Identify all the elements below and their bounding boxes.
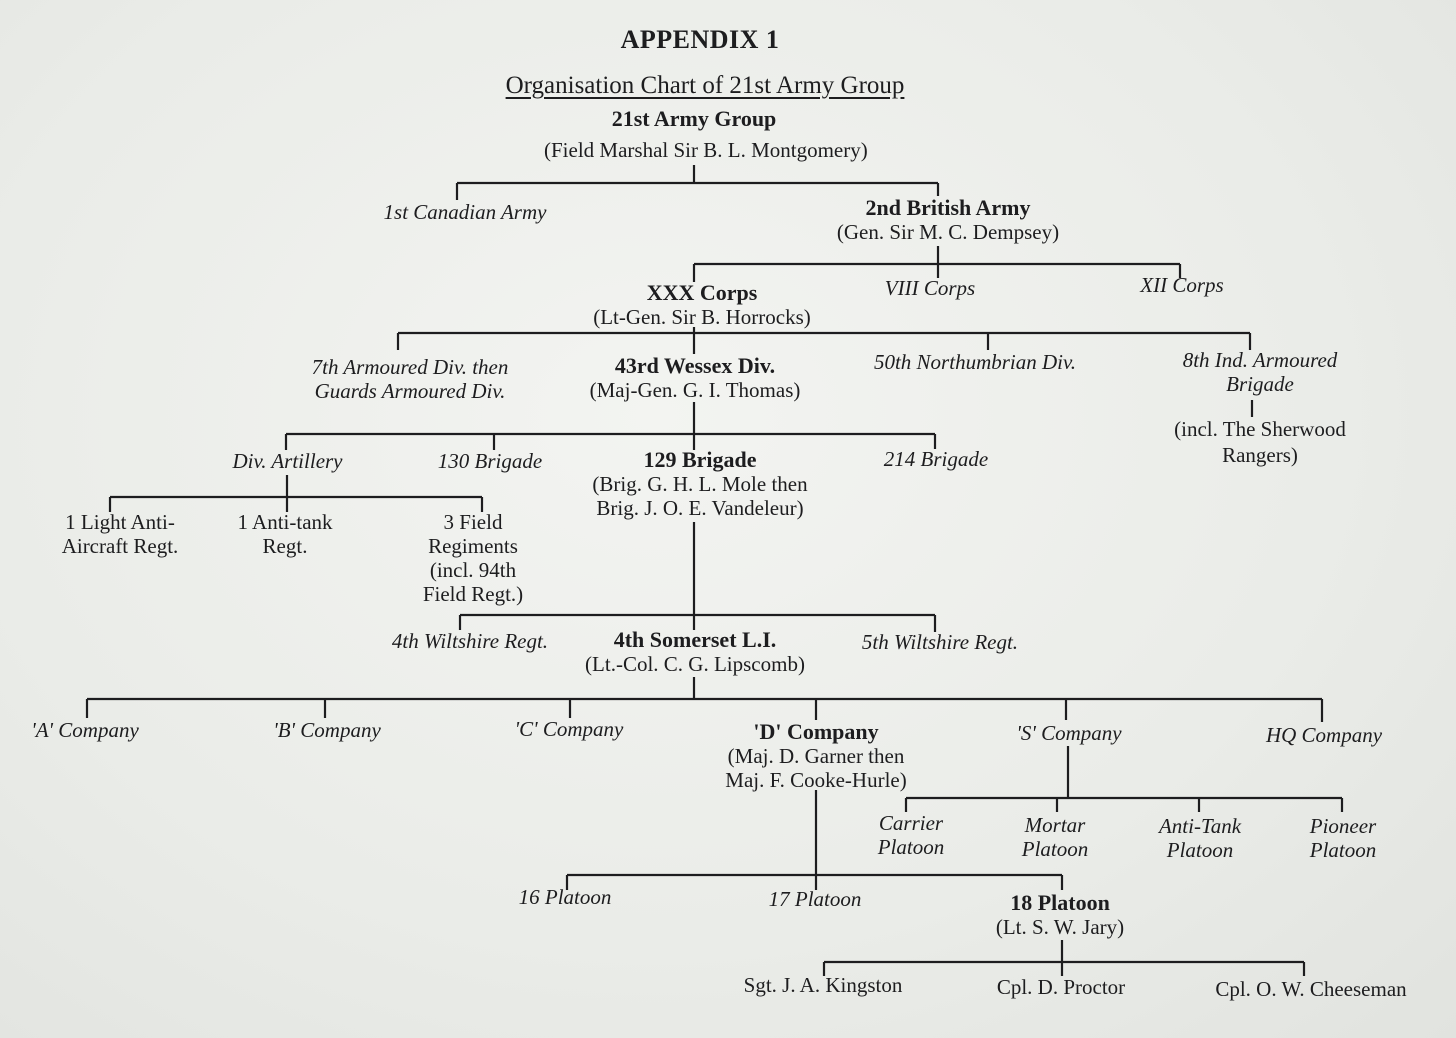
connector-army-group <box>455 165 940 200</box>
node-name: 43rd Wessex Div. <box>614 353 776 378</box>
node-line: Brigade <box>1226 372 1294 396</box>
node-4th-wiltshire-regt: 4th Wiltshire Regt. <box>391 629 549 653</box>
node-130-brigade: 130 Brigade <box>437 449 543 473</box>
node-21st-army-group: 21st Army Group (Field Marshal Sir B. L.… <box>544 106 868 163</box>
connector-129-brigade <box>458 522 937 632</box>
node-name: 2nd British Army <box>865 195 1031 220</box>
node-a-company: 'A' Company <box>31 718 139 742</box>
node-field-regiments: 3 Field Regiments (incl. 94th Field Regt… <box>393 510 553 606</box>
node-sgt-kingston: Sgt. J. A. Kingston <box>743 973 903 997</box>
node-line: Pioneer <box>1309 814 1377 838</box>
node-18-platoon: 18 Platoon (Lt. S. W. Jary) <box>960 890 1160 940</box>
node-hq-company: HQ Company <box>1265 723 1383 747</box>
node-commander: (Field Marshal Sir B. L. Montgomery) <box>544 138 868 162</box>
node-name: 21st Army Group <box>611 106 777 131</box>
connector-div-artillery <box>108 475 484 512</box>
node-commander: (Maj. D. Garner then <box>727 744 905 768</box>
node-line: Aircraft Regt. <box>61 534 179 558</box>
node-name: 'D' Company <box>753 719 879 744</box>
node-name: 4th Somerset L.I. <box>613 627 777 652</box>
node-mortar-platoon: Mortar Platoon <box>1000 813 1110 861</box>
node-line: Platoon <box>877 835 945 859</box>
node-commander: (Lt.-Col. C. G. Lipscomb) <box>585 652 805 676</box>
node-b-company: 'B' Company <box>273 718 381 742</box>
node-sherwood-rangers: (incl. The Sherwood Rangers) <box>1140 416 1380 468</box>
node-1st-canadian-army: 1st Canadian Army <box>383 200 547 224</box>
node-line: 3 Field <box>443 510 503 534</box>
node-line: 7th Armoured Div. then <box>311 355 509 379</box>
node-light-anti-aircraft-regt: 1 Light Anti- Aircraft Regt. <box>30 510 210 558</box>
node-pioneer-platoon: Pioneer Platoon <box>1288 814 1398 862</box>
node-commander: Maj. F. Cooke-Hurle) <box>725 768 907 792</box>
node-xii-corps: XII Corps <box>1140 273 1224 297</box>
node-line: Rangers) <box>1222 443 1298 467</box>
connector-xxx-corps <box>396 327 1252 354</box>
node-line: Platoon <box>1021 837 1089 861</box>
node-line: (incl. The Sherwood <box>1174 417 1346 441</box>
node-line: Carrier <box>878 811 944 835</box>
node-16-platoon: 16 Platoon <box>518 885 612 909</box>
node-anti-tank-regt: 1 Anti-tank Regt. <box>200 510 370 558</box>
node-commander: (Gen. Sir M. C. Dempsey) <box>836 220 1060 244</box>
node-commander: Brig. J. O. E. Vandeleur) <box>596 496 804 520</box>
connector-wessex-div <box>284 402 937 450</box>
node-cpl-proctor: Cpl. D. Proctor <box>996 975 1126 999</box>
node-line: 1 Light Anti- <box>65 510 175 534</box>
node-line: Field Regt.) <box>422 582 524 606</box>
node-214-brigade: 214 Brigade <box>883 447 989 471</box>
node-div-artillery: Div. Artillery <box>232 449 343 473</box>
node-c-company: 'C' Company <box>514 717 624 741</box>
connector-s-company <box>904 746 1344 812</box>
node-cpl-cheeseman: Cpl. O. W. Cheeseman <box>1215 977 1407 1001</box>
node-name: 129 Brigade <box>643 447 757 472</box>
node-commander: (Lt-Gen. Sir B. Horrocks) <box>593 305 811 329</box>
node-2nd-british-army: 2nd British Army (Gen. Sir M. C. Dempsey… <box>798 195 1098 245</box>
node-anti-tank-platoon: Anti-Tank Platoon <box>1140 814 1260 862</box>
node-17-platoon: 17 Platoon <box>768 887 862 911</box>
node-line: Mortar <box>1024 813 1086 837</box>
node-xxx-corps: XXX Corps (Lt-Gen. Sir B. Horrocks) <box>550 280 854 330</box>
node-name: 18 Platoon <box>1010 890 1110 915</box>
node-line: Regt. <box>262 534 308 558</box>
node-viii-corps: VIII Corps <box>884 276 976 300</box>
node-8th-ind-armoured-brigade: 8th Ind. Armoured Brigade <box>1140 348 1380 396</box>
node-line: Anti-Tank <box>1158 814 1242 838</box>
node-line: 1 Anti-tank <box>237 510 333 534</box>
node-line: Platoon <box>1166 838 1234 862</box>
node-line: Platoon <box>1309 838 1377 862</box>
node-line: (incl. 94th <box>429 558 517 582</box>
connector-d-company <box>565 790 1064 890</box>
node-line: Regiments <box>428 534 518 558</box>
node-43rd-wessex-div: 43rd Wessex Div. (Maj-Gen. G. I. Thomas) <box>560 353 830 403</box>
node-name: XXX Corps <box>646 280 758 305</box>
appendix-heading: APPENDIX 1 <box>620 25 780 54</box>
node-4th-somerset-li: 4th Somerset L.I. (Lt.-Col. C. G. Lipsco… <box>550 627 840 677</box>
node-line: 8th Ind. Armoured <box>1182 348 1338 372</box>
node-armoured-div: 7th Armoured Div. then Guards Armoured D… <box>280 355 540 403</box>
node-commander: (Brig. G. H. L. Mole then <box>592 472 808 496</box>
node-line: Guards Armoured Div. <box>314 379 506 403</box>
node-129-brigade: 129 Brigade (Brig. G. H. L. Mole then Br… <box>560 447 840 521</box>
connector-18-platoon <box>822 940 1306 976</box>
node-5th-wiltshire-regt: 5th Wiltshire Regt. <box>861 630 1019 654</box>
node-50th-northumbrian-div: 50th Northumbrian Div. <box>873 350 1077 374</box>
node-carrier-platoon: Carrier Platoon <box>856 811 966 859</box>
node-commander: (Maj-Gen. G. I. Thomas) <box>589 378 801 402</box>
connector-2nd-army <box>692 246 1182 282</box>
chart-title: Organisation Chart of 21st Army Group <box>505 72 905 99</box>
node-commander: (Lt. S. W. Jary) <box>995 915 1125 939</box>
node-d-company: 'D' Company (Maj. D. Garner then Maj. F.… <box>696 719 936 793</box>
connector-somerset <box>85 677 1324 722</box>
node-s-company: 'S' Company <box>1016 721 1122 745</box>
